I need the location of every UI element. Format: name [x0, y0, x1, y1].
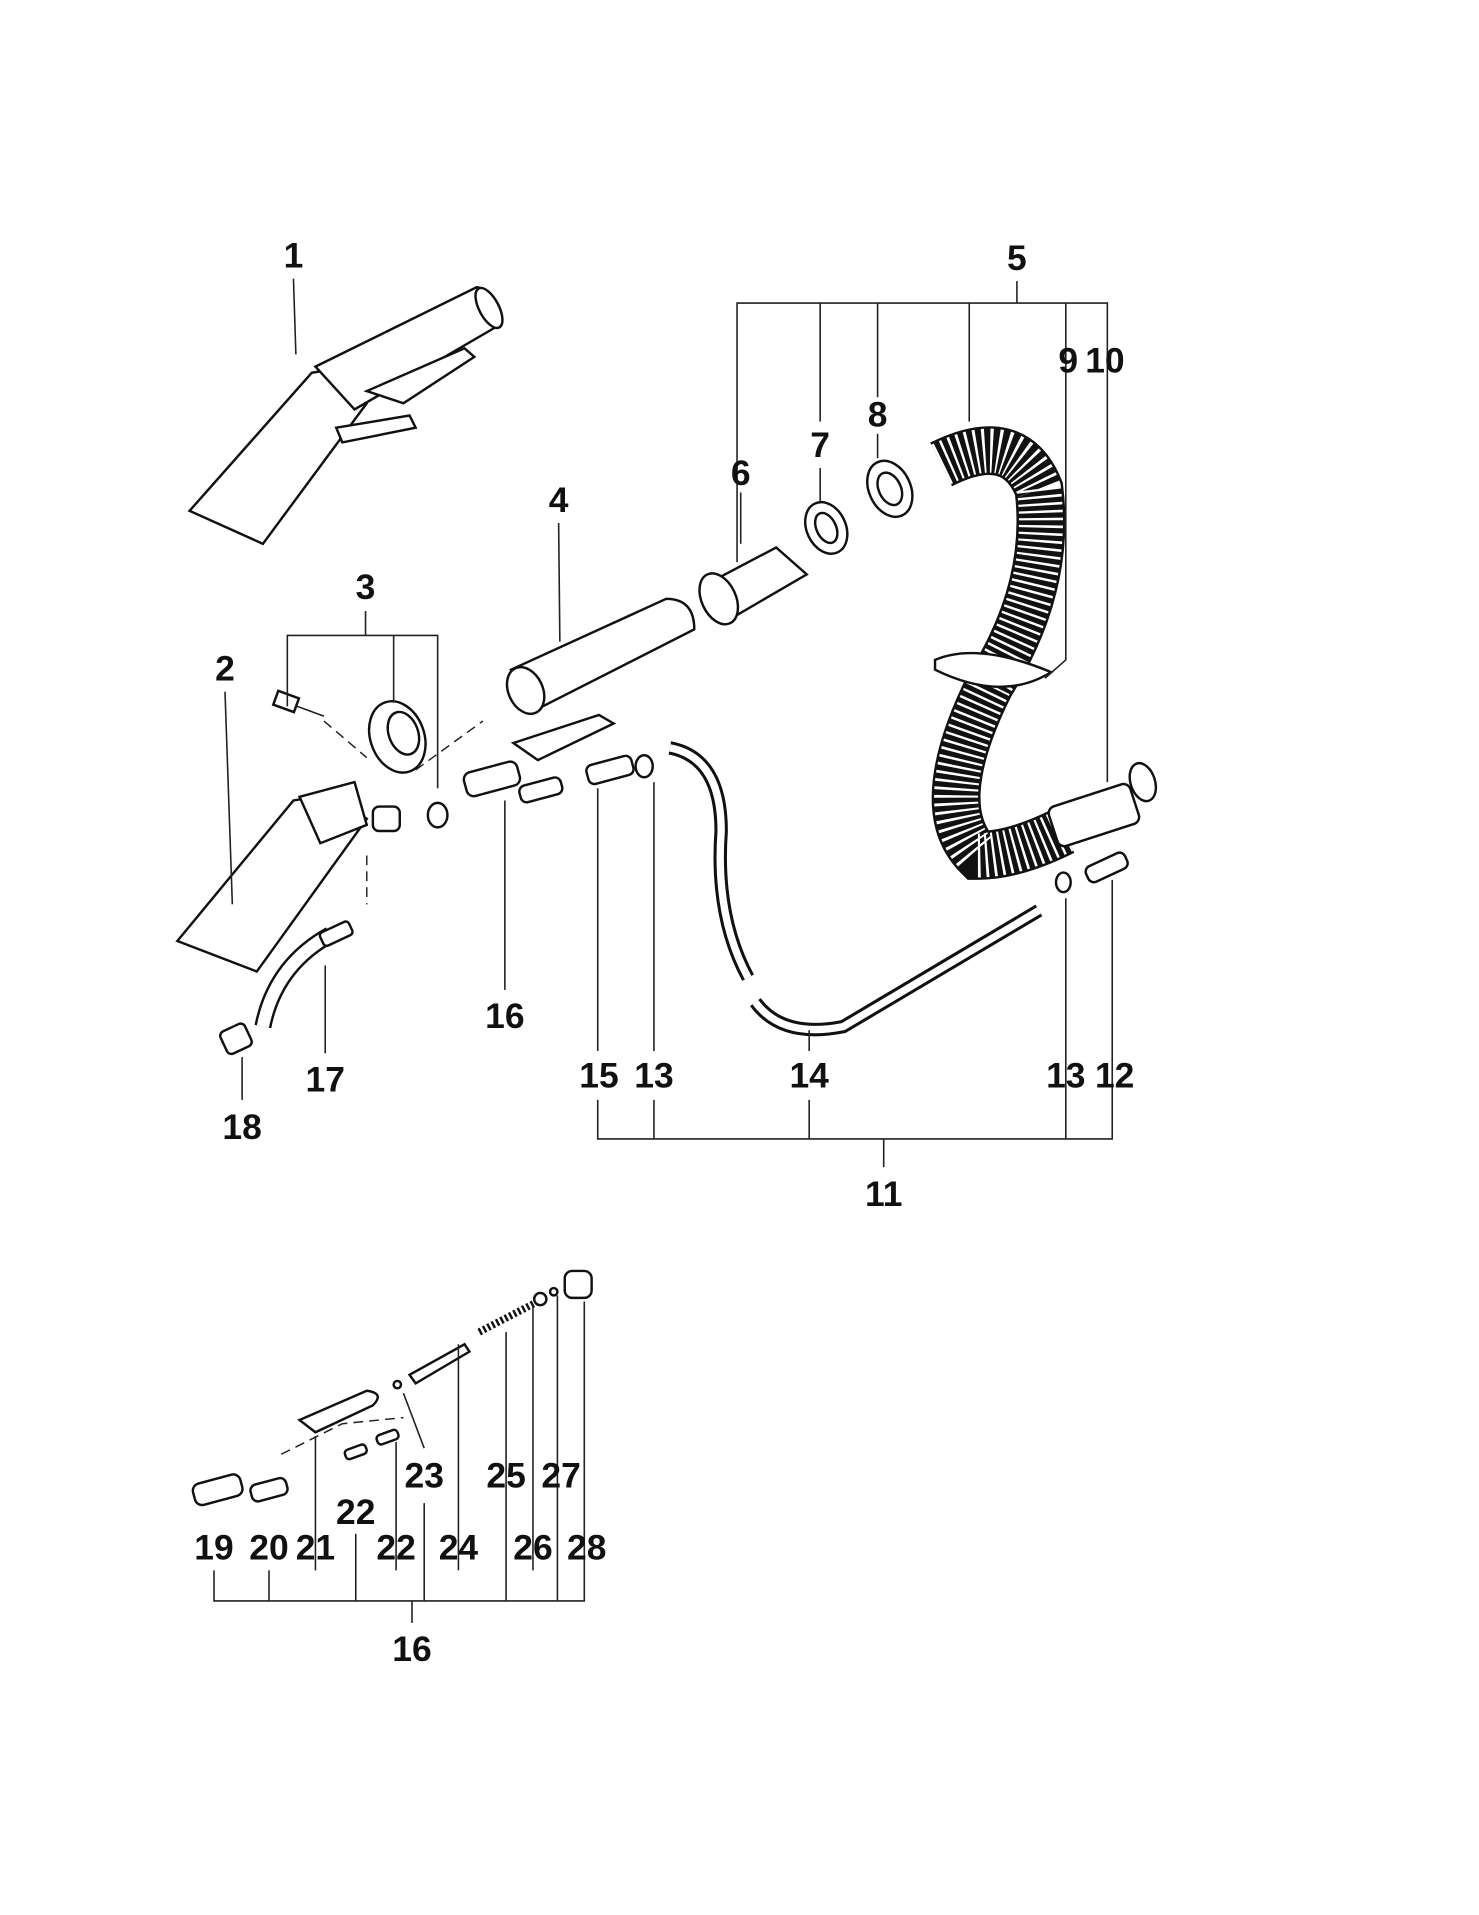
part-6-cuff: [698, 546, 809, 626]
callout-4: 4: [549, 480, 569, 520]
callout-2: 2: [215, 649, 235, 689]
part-7-ring: [803, 500, 849, 555]
callout-9: 9: [1058, 341, 1078, 381]
part-3-clamp: [271, 611, 484, 905]
callout-24: 24: [439, 1527, 479, 1567]
callout-25: 25: [486, 1455, 525, 1495]
part-16-exploded: [191, 1269, 593, 1507]
part-8-connector: [866, 459, 914, 519]
callout-15: 15: [579, 1056, 618, 1096]
callout-14: 14: [789, 1056, 829, 1096]
callout-28: 28: [567, 1527, 606, 1567]
callout-3: 3: [356, 567, 376, 607]
part-2-nozzle: [175, 691, 369, 974]
callout-6: 6: [731, 453, 751, 493]
callout-17: 17: [306, 1059, 345, 1099]
callout-22: 22: [336, 1492, 375, 1532]
callout-7: 7: [810, 425, 830, 465]
part-16-valve-handle: [462, 713, 617, 990]
part-5-suction-hose: [930, 426, 1158, 894]
callout-10: 10: [1085, 341, 1124, 381]
callout-5: 5: [1007, 238, 1027, 278]
part-18-nipple: [219, 1022, 253, 1100]
bracket-11: [596, 879, 1114, 1168]
callout-12: 12: [1095, 1056, 1134, 1096]
callout-21: 21: [296, 1527, 335, 1567]
callout-18: 18: [222, 1107, 261, 1147]
callout-11: 11: [865, 1174, 902, 1214]
callout-1: 1: [284, 236, 304, 276]
callout-23: 23: [404, 1455, 443, 1495]
part-1-upholstery-tool: [187, 278, 504, 546]
callout-27: 27: [541, 1455, 580, 1495]
bracket-5: [736, 281, 1109, 783]
callout-20: 20: [249, 1527, 288, 1567]
callout-13: 13: [634, 1056, 673, 1096]
bracket-16: [213, 1295, 586, 1623]
callout-16: 16: [392, 1629, 431, 1669]
part-15-coupling: [585, 754, 655, 1051]
callout-8: 8: [868, 395, 888, 435]
callout-26: 26: [513, 1527, 552, 1567]
callout-19: 19: [194, 1527, 233, 1567]
part-14-hose: [668, 741, 1043, 1051]
callout-16: 16: [485, 996, 524, 1036]
callout-22: 22: [376, 1527, 415, 1567]
callout-13: 13: [1046, 1056, 1085, 1096]
part-17-hose-piece: [254, 920, 354, 1054]
part-4-tube: [505, 523, 696, 715]
